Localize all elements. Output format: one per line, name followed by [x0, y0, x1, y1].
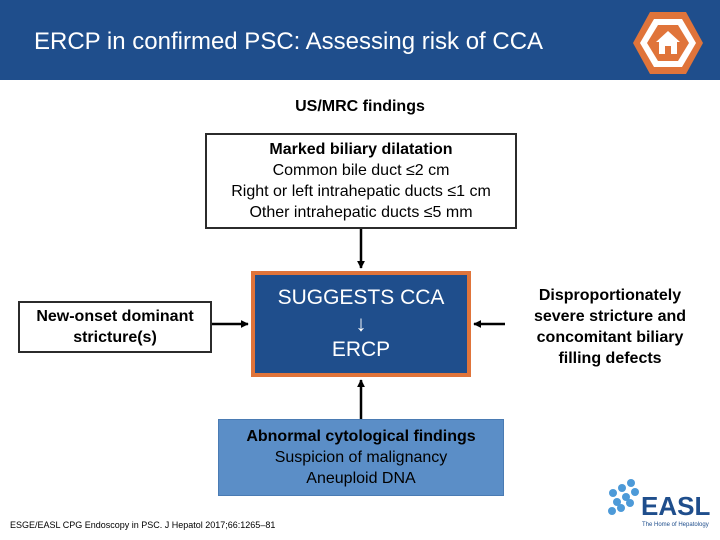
- down-arrow-icon: ↓: [355, 311, 367, 336]
- marked-dilatation-title: Marked biliary dilatation: [269, 141, 453, 158]
- easl-logo[interactable]: EASL The Home of Hepatology: [603, 475, 713, 531]
- page-title: ERCP in confirmed PSC: Assessing risk of…: [34, 28, 544, 55]
- suggests-cca-label: SUGGESTS CCA: [277, 286, 445, 309]
- stricture-line: New-onset dominant: [36, 308, 194, 325]
- criteria-line: Right or left intrahepatic ducts ≤1 cm: [231, 183, 491, 200]
- disproportionate-line: filling defects: [558, 350, 662, 367]
- ercp-label: ERCP: [331, 338, 391, 361]
- marked-dilatation-box: Marked biliary dilatation Common bile du…: [205, 133, 517, 229]
- disproportionate-line: Disproportionately: [538, 287, 682, 304]
- stricture-line: stricture(s): [73, 329, 157, 346]
- new-onset-stricture-box: New-onset dominant stricture(s): [18, 301, 212, 353]
- citation: ESGE/EASL CPG Endoscopy in PSC. J Hepato…: [10, 520, 276, 530]
- easl-logo-tagline: The Home of Hepatology: [642, 522, 709, 528]
- cytology-title: Abnormal cytological findings: [246, 428, 476, 445]
- criteria-line: Common bile duct ≤2 cm: [272, 162, 450, 179]
- easl-logo-text: EASL: [641, 491, 710, 521]
- criteria-line: Other intrahepatic ducts ≤5 mm: [249, 204, 473, 221]
- cytology-line: Suspicion of malignancy: [274, 449, 448, 466]
- us-mrc-heading: US/MRC findings: [295, 98, 425, 115]
- disproportionate-line: concomitant biliary: [536, 329, 684, 346]
- disproportionate-stricture-text: Disproportionately severe stricture and …: [505, 282, 715, 372]
- suggests-cca-box: SUGGESTS CCA ↓ ERCP: [251, 271, 471, 377]
- cytology-box: Abnormal cytological findings Suspicion …: [218, 419, 504, 496]
- disproportionate-line: severe stricture and: [533, 308, 687, 325]
- header-bar: ERCP in confirmed PSC: Assessing risk of…: [0, 0, 720, 80]
- cytology-line: Aneuploid DNA: [306, 470, 416, 487]
- home-icon[interactable]: [631, 10, 705, 76]
